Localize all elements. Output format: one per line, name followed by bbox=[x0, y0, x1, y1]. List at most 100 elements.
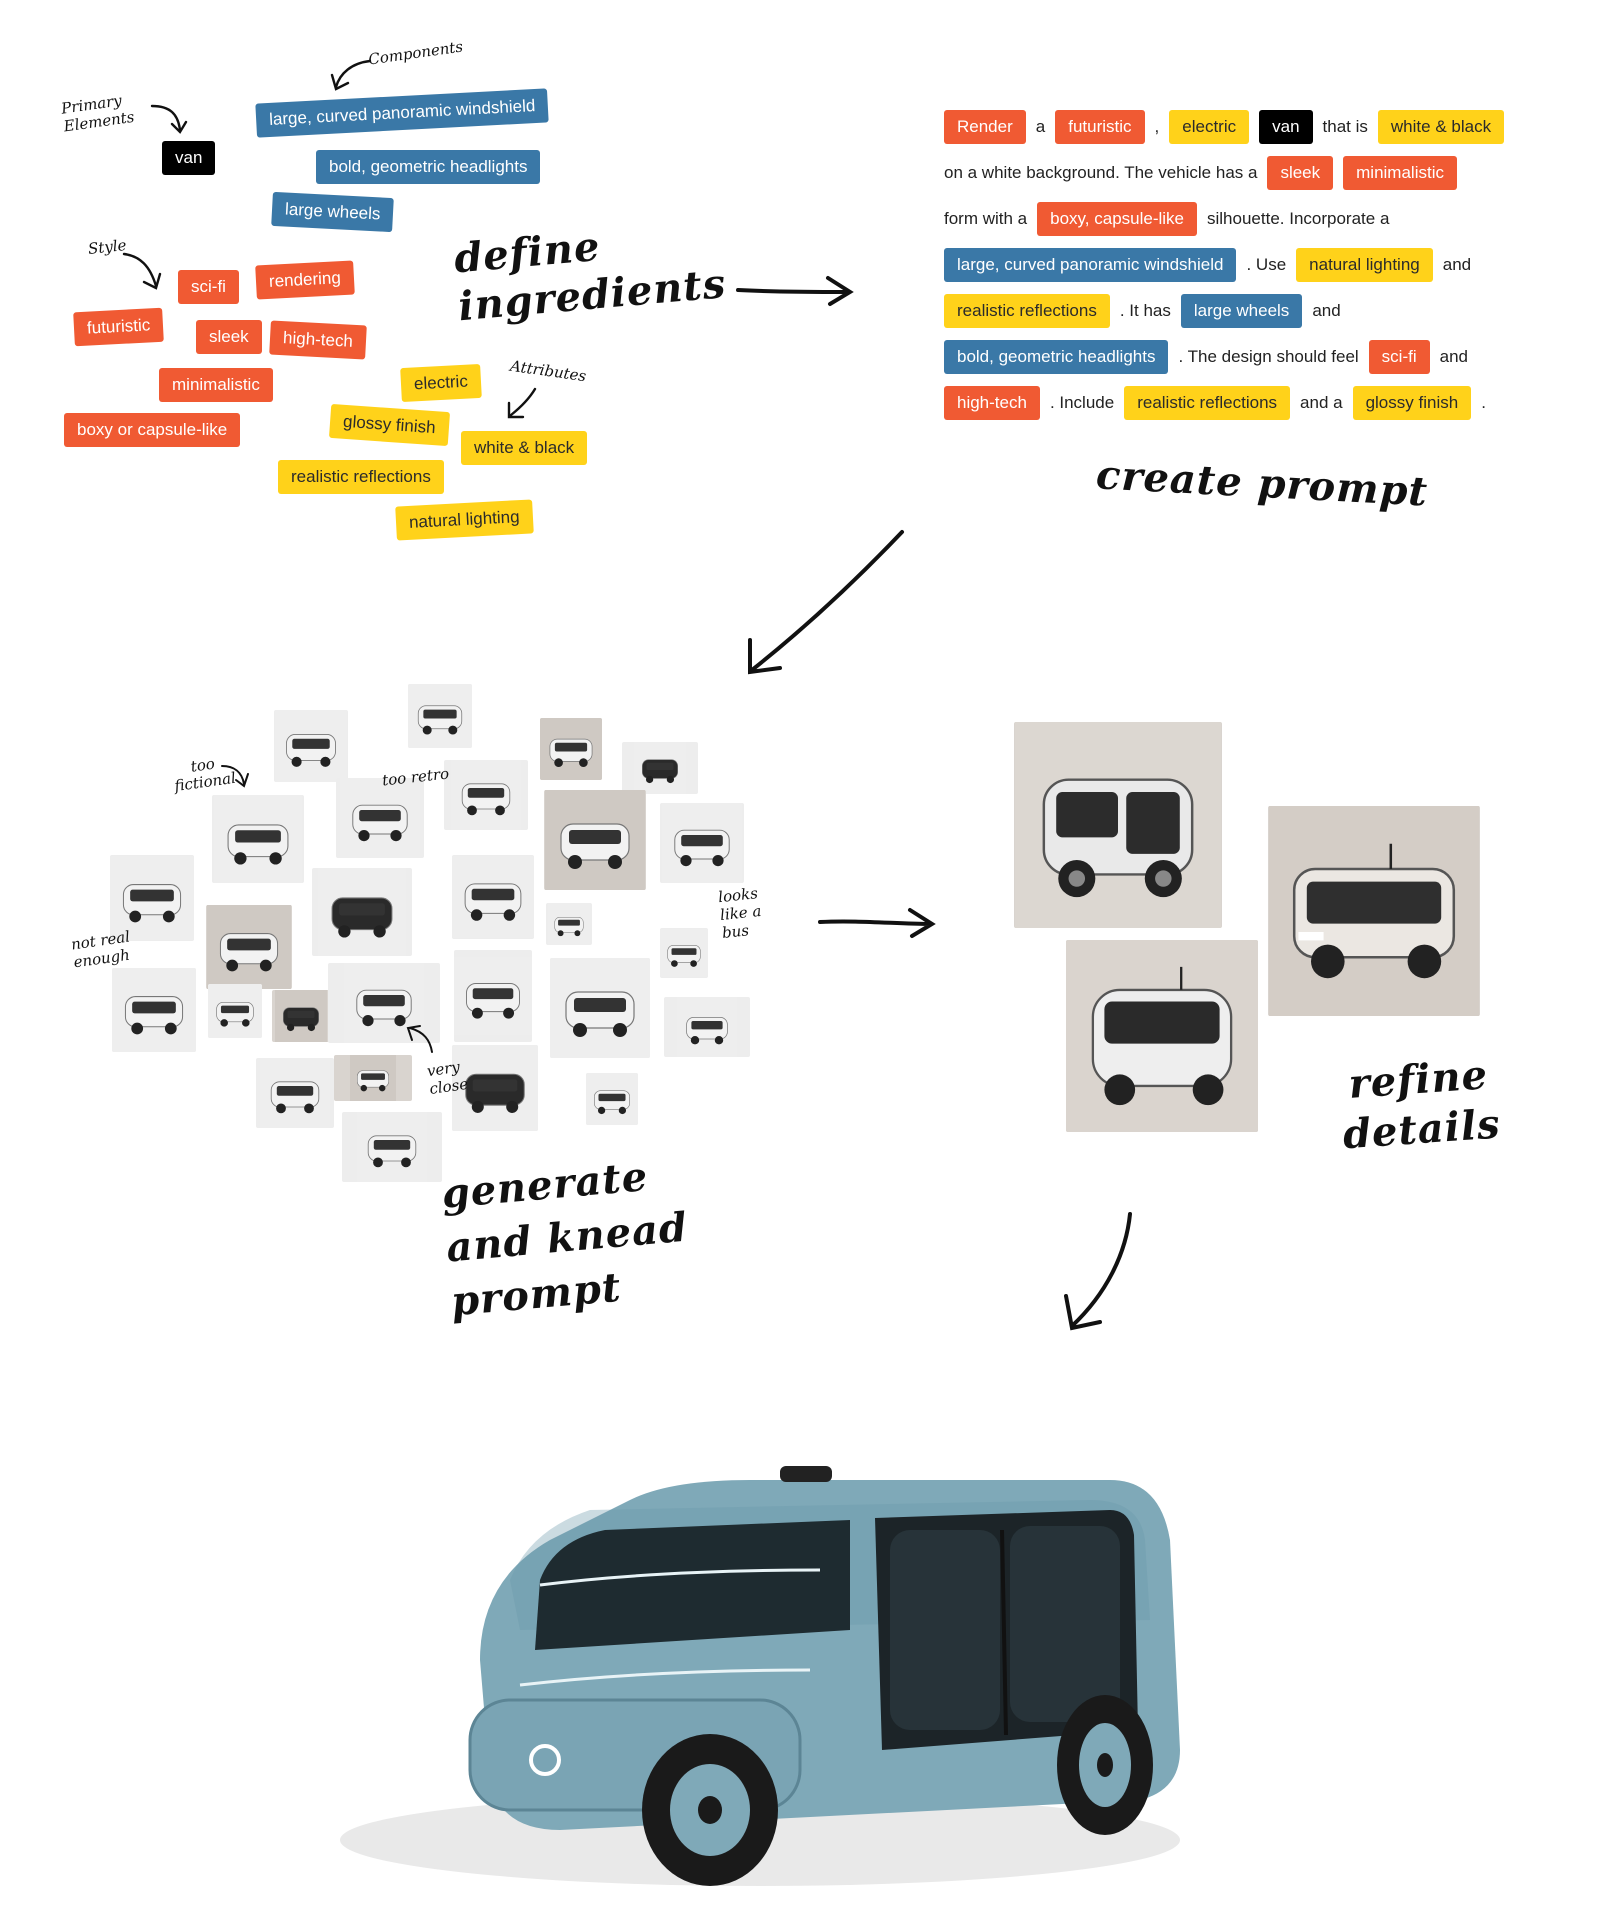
arrow-right-2-icon bbox=[818, 908, 936, 938]
generated-image-thumb bbox=[342, 1112, 442, 1182]
generated-image-thumb bbox=[336, 778, 424, 858]
prompt-chip: Render bbox=[944, 110, 1026, 144]
note-not-real-enough: not real enough bbox=[69, 927, 132, 972]
stage-label-generate: generate and knead prompt bbox=[439, 1152, 690, 1326]
chip-sleek: sleek bbox=[196, 320, 262, 354]
generated-image-thumb bbox=[540, 718, 602, 780]
chip-headlights: bold, geometric headlights bbox=[316, 150, 541, 184]
generated-image-thumb bbox=[256, 1058, 334, 1128]
prompt-chip: futuristic bbox=[1055, 110, 1145, 144]
arrow-right-1-icon bbox=[736, 276, 854, 306]
chip-futuristic: futuristic bbox=[73, 307, 165, 347]
chip-boxy: boxy or capsule-like bbox=[64, 413, 241, 447]
prompt-text: and a bbox=[1300, 393, 1343, 412]
generated-image-thumb bbox=[112, 968, 196, 1052]
arrow-very-close-icon bbox=[406, 1025, 433, 1053]
prompt-chip: realistic reflections bbox=[944, 294, 1110, 328]
generated-image-thumb bbox=[546, 903, 592, 945]
prompt-chip: large wheels bbox=[1180, 294, 1303, 328]
generated-image-thumb bbox=[550, 958, 650, 1058]
generated-image-thumb bbox=[622, 742, 698, 794]
generated-image-thumb bbox=[110, 855, 194, 941]
prompt-chip: natural lighting bbox=[1296, 248, 1433, 282]
prompt-text: . Use bbox=[1246, 255, 1287, 274]
generated-image-thumb bbox=[334, 1055, 412, 1101]
generated-image-thumb bbox=[660, 803, 744, 883]
arrow-down-final-icon bbox=[1064, 1212, 1132, 1331]
generated-image-thumb bbox=[274, 710, 348, 782]
prompt-text: and bbox=[1439, 347, 1468, 366]
prompt-line: form with a boxy, capsule-like silhouette.… bbox=[944, 202, 1574, 236]
arrow-fictional-icon bbox=[221, 765, 249, 788]
prompt-chip: van bbox=[1259, 110, 1313, 144]
prompt-chip: bold, geometric headlights bbox=[944, 340, 1169, 374]
prompt-line: bold, geometric headlights. The design s… bbox=[944, 340, 1574, 374]
chip-electric: electric bbox=[400, 363, 482, 403]
prompt-line: high-tech . Include realistic reflections a… bbox=[944, 386, 1574, 420]
prompt-text: silhouette. Incorporate a bbox=[1207, 209, 1390, 228]
annotation-attributes: Attributes bbox=[509, 356, 588, 386]
generated-image-thumb bbox=[586, 1073, 638, 1125]
refined-image-3 bbox=[1066, 940, 1258, 1132]
prompt-chip: large, curved panoramic windshield bbox=[944, 248, 1237, 282]
prompt-text: on a white background. The vehicle has a bbox=[944, 163, 1258, 182]
generated-image-thumb bbox=[312, 868, 412, 956]
prompt-text: . bbox=[1481, 393, 1486, 412]
generated-image-thumb bbox=[544, 790, 646, 890]
arrow-style-icon bbox=[122, 252, 162, 290]
stage-label-define: define ingredients bbox=[452, 222, 729, 331]
prompt-chip: high-tech bbox=[944, 386, 1040, 420]
chip-high-tech: high-tech bbox=[269, 320, 367, 360]
chip-van: van bbox=[162, 141, 216, 175]
prompt-text: . It has bbox=[1119, 301, 1171, 320]
arrow-down-left-1-icon bbox=[748, 530, 904, 675]
generated-image-thumb bbox=[212, 795, 304, 883]
refined-image-2 bbox=[1268, 806, 1480, 1016]
prompt-text: and bbox=[1442, 255, 1472, 274]
note-looks-like-bus: looks like a bus bbox=[717, 884, 763, 942]
prompt-text: and bbox=[1312, 301, 1341, 320]
chip-minimalistic: minimalistic bbox=[159, 368, 273, 402]
generated-image-thumb bbox=[272, 990, 330, 1042]
chip-white-black: white & black bbox=[461, 431, 588, 465]
chip-sci-fi: sci-fi bbox=[178, 270, 239, 304]
prompt-chip: electric bbox=[1169, 110, 1250, 144]
prompt-chip: minimalistic bbox=[1343, 156, 1457, 190]
generated-image-thumb bbox=[452, 855, 534, 939]
prompt-text: form with a bbox=[944, 209, 1028, 228]
chip-glossy-finish: glossy finish bbox=[328, 403, 450, 447]
prompt-chip: white & black bbox=[1377, 110, 1505, 144]
prompt-text: , bbox=[1154, 117, 1160, 136]
final-van-render bbox=[330, 1370, 1210, 1890]
prompt-line: on a white background. The vehicle has a… bbox=[944, 156, 1574, 190]
generated-image-thumb bbox=[454, 950, 532, 1042]
generated-image-thumb bbox=[208, 984, 262, 1038]
generated-image-thumb bbox=[660, 928, 708, 978]
prompt-line: realistic reflections . It has large wheel… bbox=[944, 294, 1574, 328]
generated-image-thumb bbox=[452, 1045, 538, 1131]
generated-image-thumb bbox=[408, 684, 472, 748]
prompt-chip: sci-fi bbox=[1368, 340, 1430, 374]
arrow-primary-icon bbox=[150, 104, 188, 134]
prompt-chip: glossy finish bbox=[1352, 386, 1472, 420]
prompt-line: large, curved panoramic windshield . Use n… bbox=[944, 248, 1574, 282]
generated-image-thumb bbox=[444, 760, 528, 830]
chip-natural-lighting: natural lighting bbox=[395, 499, 534, 541]
prompt-text: that is bbox=[1322, 117, 1368, 136]
prompt-chip: realistic reflections bbox=[1124, 386, 1291, 420]
prompt-text: . Include bbox=[1049, 393, 1115, 412]
chip-realistic-reflections: realistic reflections bbox=[278, 460, 444, 494]
stage-label-create: create prompt bbox=[1094, 451, 1430, 516]
prompt-text: a bbox=[1035, 117, 1046, 136]
prompt-chip: boxy, capsule-like bbox=[1037, 202, 1197, 236]
note-too-retro: too retro bbox=[381, 764, 450, 790]
refined-image-1 bbox=[1014, 722, 1222, 928]
prompt-chip: sleek bbox=[1267, 156, 1334, 190]
annotation-components: Components bbox=[367, 37, 465, 69]
generated-image-thumb bbox=[664, 997, 750, 1057]
chip-windshield: large, curved panoramic windshield bbox=[255, 88, 550, 138]
stage-label-refine: refine details bbox=[1341, 1051, 1503, 1159]
chip-large-wheels: large wheels bbox=[271, 191, 395, 233]
